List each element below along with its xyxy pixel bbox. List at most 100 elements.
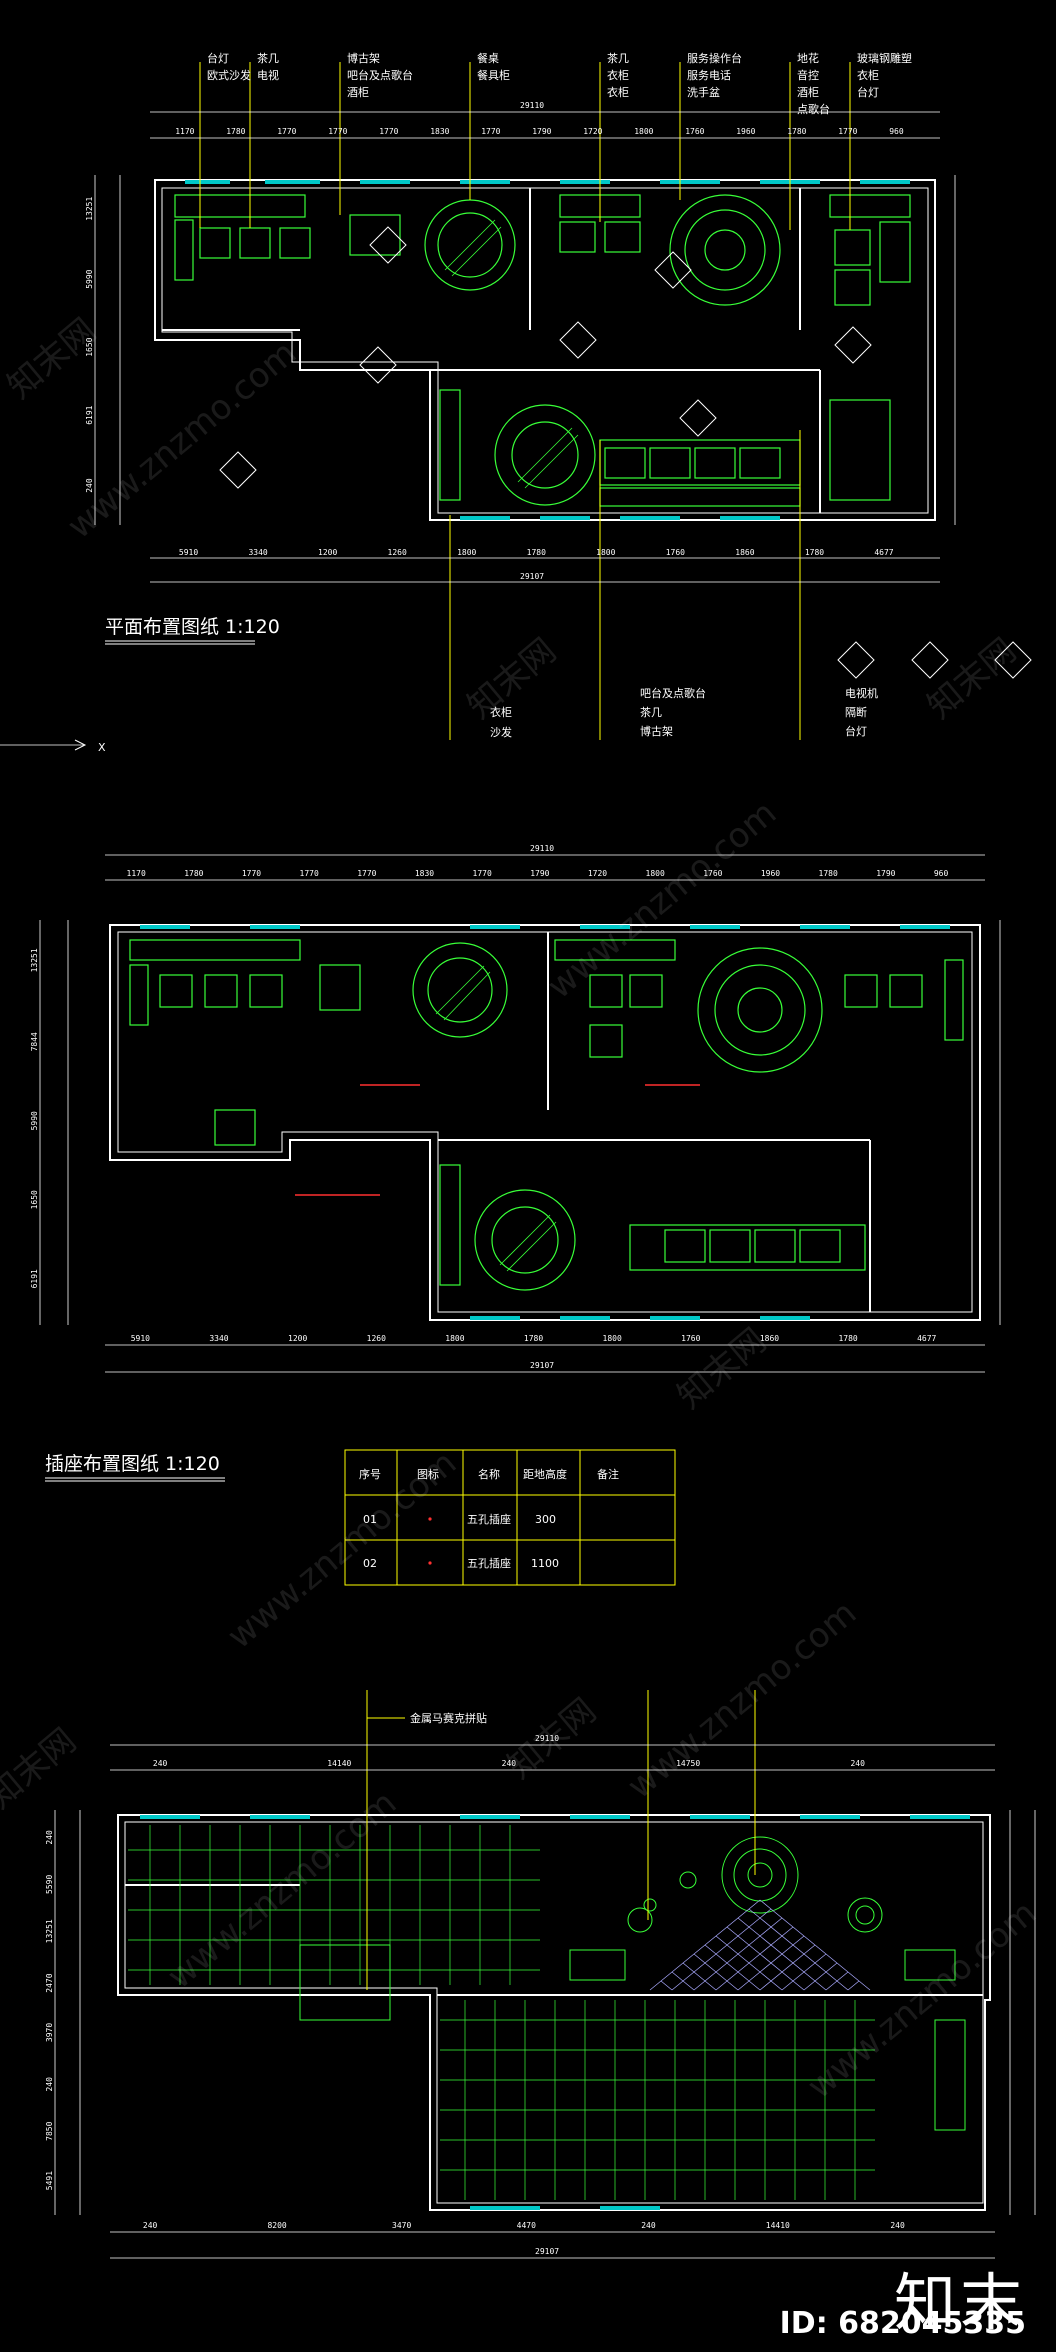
leader-label: 茶几: [640, 706, 662, 719]
legend-row-1-no: 01: [363, 1513, 377, 1526]
dimension-text: 3340: [248, 548, 267, 557]
dimension-text: 1200: [288, 1334, 307, 1343]
dimension-text: 6191: [85, 405, 94, 424]
legend-header-note: 备注: [597, 1467, 619, 1481]
dimension-text: 1860: [735, 548, 754, 557]
leader-label: 地花: [797, 52, 819, 65]
mosaic-label: 金属马赛克拼贴: [410, 1711, 487, 1725]
leader-label: 吧台及点歌台: [640, 686, 706, 700]
dimension-text: 1770: [357, 869, 376, 878]
leader-label: 玻璃钢雕塑: [857, 51, 912, 65]
dimension-text: 1830: [430, 127, 449, 136]
dimension-text: 1780: [527, 548, 546, 557]
dimension-text: 13251: [45, 1919, 54, 1943]
watermark-text: www.znzmo.com: [60, 333, 304, 547]
plan1-title: 平面布置图纸 1:120: [105, 616, 280, 638]
dimension-text: 5590: [45, 1875, 54, 1894]
image-id: ID: 682045335: [779, 2306, 1026, 2341]
legend-header-icon: 图标: [417, 1467, 439, 1481]
dimension-text: 1760: [681, 1334, 700, 1343]
dimension-text: 6191: [30, 1269, 39, 1288]
leader-label: 服务电话: [687, 69, 731, 82]
dimension-text: 4470: [517, 2221, 536, 2230]
lattice-line: [671, 1971, 695, 1991]
dimension-text: 1780: [787, 127, 806, 136]
dimension-text: 240: [502, 1759, 517, 1768]
lattice-line: [825, 1971, 849, 1991]
legend-header-height: 距地高度: [523, 1467, 567, 1481]
lattice-line: [660, 1980, 673, 1991]
lattice-line: [715, 1926, 794, 1991]
leader-label: 隔断: [845, 705, 867, 719]
leader-label: 音控: [797, 68, 819, 82]
dimension-text: 1780: [226, 127, 245, 136]
lattice-line: [759, 1944, 816, 1991]
dimension-text: 1860: [760, 1334, 779, 1343]
dimension-text: 240: [153, 1759, 168, 1768]
leader-label: 沙发: [490, 725, 512, 739]
legend-row-2-name: 五孔插座: [467, 1556, 511, 1570]
brand-logo: 知末: [893, 2266, 1026, 2339]
dimension-text: 1720: [583, 127, 602, 136]
leader-label: 欧式沙发: [207, 68, 251, 82]
dimension-text: 240: [45, 2077, 54, 2092]
dimension-text: 1260: [367, 1334, 386, 1343]
dimension-text: 1830: [415, 869, 434, 878]
leader-label: 衣柜: [857, 68, 879, 82]
dimension-text: 960: [934, 869, 949, 878]
dimension-text: 1800: [603, 1334, 622, 1343]
lattice-line: [726, 1926, 805, 1991]
watermark-text: www.znzmo.com: [220, 1443, 464, 1657]
dimension-text: 240: [143, 2221, 158, 2230]
socket-legend-table: 序号 图标 名称 距地高度 备注 01 五孔插座 300 02 五孔插座 110…: [344, 1449, 676, 1586]
leader-label: 酒柜: [797, 86, 819, 99]
dimension-text: 5990: [30, 1111, 39, 1130]
leader-label: 酒柜: [347, 86, 369, 99]
dimension-text: 240: [641, 2221, 656, 2230]
dimension-text: 1760: [685, 127, 704, 136]
dimension-text: 13251: [85, 197, 94, 221]
leader-label: 台灯: [845, 724, 867, 738]
leader-label: 博古架: [347, 52, 380, 65]
legend-row-2-height: 1100: [531, 1557, 559, 1570]
dimension-text: 1770: [277, 127, 296, 136]
dimension-text: 1770: [300, 869, 319, 878]
leader-label: 茶几: [257, 52, 279, 65]
leader-label: 电视机: [845, 686, 878, 700]
plan2-title: 插座布置图纸 1:120: [45, 1453, 220, 1475]
leader-label: 服务操作台: [687, 51, 742, 65]
lattice-line: [847, 1980, 860, 1991]
watermark-text: 知末网: [500, 1691, 604, 1787]
dimension-text: 1790: [876, 869, 895, 878]
dimension-text: 1800: [596, 548, 615, 557]
leader-label: 衣柜: [490, 705, 512, 719]
dimension-text: 1760: [666, 548, 685, 557]
dimension-text: 1800: [634, 127, 653, 136]
dimension-text: 1770: [481, 127, 500, 136]
dimension-text: 1780: [819, 869, 838, 878]
leader-label: 电视: [257, 68, 279, 82]
legend-header-name: 名称: [478, 1467, 500, 1481]
dimension-text: 8200: [267, 2221, 286, 2230]
leader-label: 洗手盆: [687, 85, 720, 99]
legend-header-no: 序号: [359, 1467, 381, 1481]
watermark-text: www.znzmo.com: [800, 1893, 1044, 2107]
dimension-text: 1170: [175, 127, 194, 136]
dimension-text: 7850: [45, 2121, 54, 2140]
dimension-text: 240: [890, 2221, 905, 2230]
lattice-line: [748, 1908, 849, 1991]
lattice-line: [682, 1962, 717, 1991]
dimension-overall: 29107: [530, 1361, 554, 1370]
leader-label: 衣柜: [607, 68, 629, 82]
dimension-text: 1200: [318, 548, 337, 557]
floor-plan-furniture: 台灯欧式沙发茶几电视博古架吧台及点歌台酒柜餐桌餐具柜茶几衣柜衣柜服务操作台服务电…: [0, 51, 1032, 754]
lattice-line: [803, 1962, 838, 1991]
dimension-text: 4677: [874, 548, 893, 557]
legend-row-1-name: 五孔插座: [467, 1512, 511, 1526]
legend-row-2-no: 02: [363, 1557, 377, 1570]
lattice-line: [781, 1953, 827, 1991]
dimension-overall: 29110: [535, 1734, 559, 1743]
